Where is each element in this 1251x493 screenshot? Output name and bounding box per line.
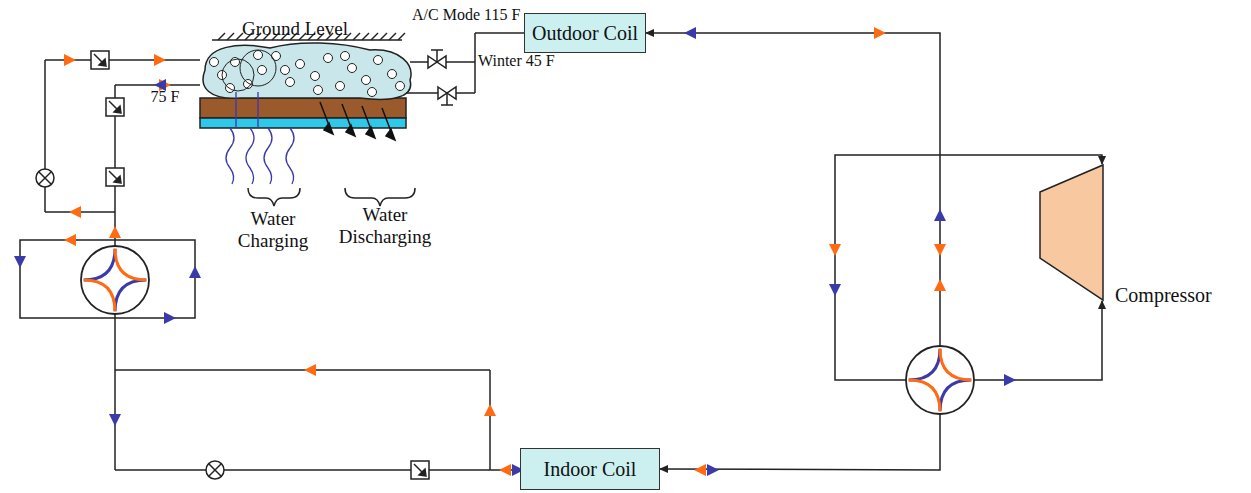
compressor: Compressor [1033, 160, 1247, 310]
node-label: Outdoor Coil [532, 22, 638, 45]
water-label: Water Charging [228, 208, 318, 252]
temperature-label: 75 F [140, 88, 190, 106]
coil-box: Outdoor Coil [524, 13, 646, 53]
node-label: Compressor [1115, 284, 1212, 307]
water-label: Water Discharging [330, 204, 440, 248]
coil-box: Indoor Coil [520, 448, 660, 490]
temperature-label: Winter 45 F [478, 52, 588, 70]
ground-label: Ground Level [230, 18, 360, 40]
node-label: Indoor Coil [544, 458, 637, 481]
refrigerant-line [646, 33, 1102, 380]
refrigerant-line [660, 155, 1102, 470]
temperature-label: A/C Mode 115 F [412, 6, 572, 24]
